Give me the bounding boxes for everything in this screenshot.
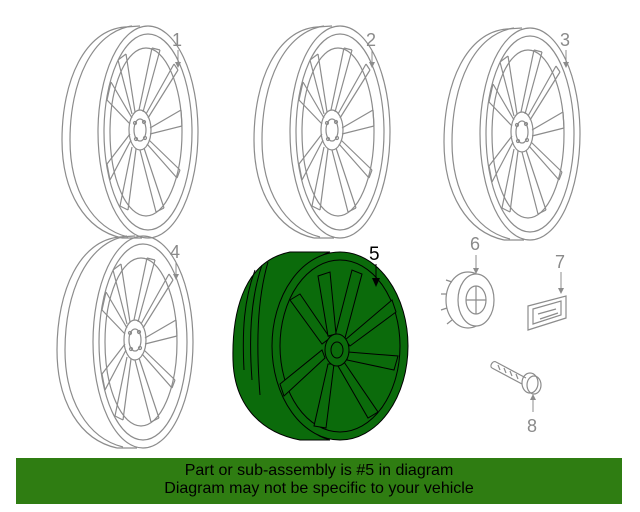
callout-8: 8 [527,416,537,436]
leader-arrow-6 [473,268,479,274]
center-cap-6[interactable] [440,271,495,329]
callout-1: 1 [172,30,182,50]
banner-line-2: Diagram may not be specific to your vehi… [164,480,474,497]
emblem-7[interactable] [527,295,567,331]
leader-arrow-2 [369,62,375,68]
parts-diagram: 1 2 3 4 [56,25,581,449]
wheel-5-highlighted[interactable] [232,251,409,441]
leader-arrow-3 [563,62,569,68]
wheel-4[interactable] [56,235,194,449]
wheel-2[interactable] [253,25,391,239]
leader-arrow-5 [372,278,380,287]
leader-arrow-7 [558,288,564,294]
callout-7: 7 [555,252,565,272]
leader-arrow-8 [530,394,536,400]
callout-2: 2 [366,30,376,50]
callout-4: 4 [170,242,180,262]
info-banner: Part or sub-assembly is #5 in diagram Di… [16,458,622,504]
callout-6: 6 [470,234,480,254]
leader-arrow-4 [173,274,179,280]
banner-line-1: Part or sub-assembly is #5 in diagram [184,462,454,479]
callout-5: 5 [369,244,380,265]
leader-arrow-1 [175,62,181,68]
wheel-bolt-8[interactable] [490,361,542,395]
callout-3: 3 [560,30,570,50]
wheel-3[interactable] [443,27,581,241]
